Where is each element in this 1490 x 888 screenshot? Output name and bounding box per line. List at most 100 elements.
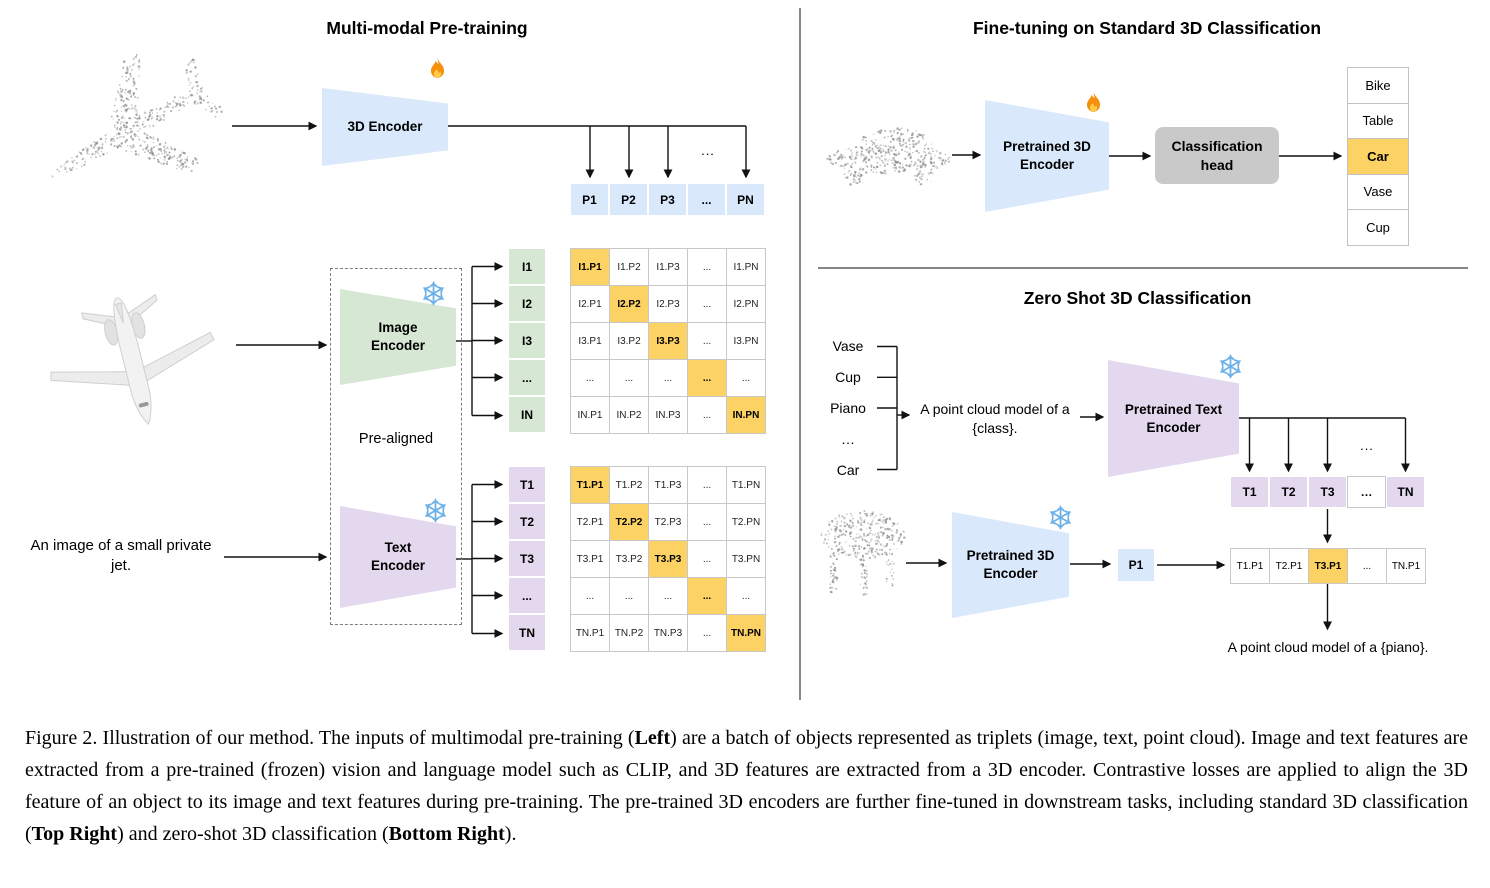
tp-cell-0-1: T1.P2 — [610, 467, 649, 504]
zs-word-1: Cup — [835, 369, 861, 385]
class-cell-1: Table — [1348, 103, 1409, 139]
tp-cell-4-4: TN.PN — [727, 615, 766, 652]
p-cell-2: P3 — [648, 183, 687, 216]
ip-cell-3-1: ... — [610, 360, 649, 397]
ip-cell-4-3: ... — [688, 397, 727, 434]
input-text-caption: An image of a small private jet. — [30, 537, 212, 575]
tp-cell-1-3: ... — [688, 504, 727, 541]
classification-head-label: Classification head — [1171, 138, 1263, 173]
tp-cell-2-2: T3.P3 — [649, 541, 688, 578]
p-row-dots: ... — [701, 143, 715, 158]
p1-feature-cell: P1 — [1117, 548, 1155, 582]
i-cell-1: I2 — [508, 285, 546, 322]
text-encoder: Text Encoder — [340, 506, 456, 608]
tp-cell-3-1: ... — [610, 578, 649, 615]
zs-word-2: Piano — [830, 400, 866, 416]
zs-word-0: Vase — [832, 338, 864, 354]
pretrained-3d-encoder-zeroshot-label: Pretrained 3D Encoder — [966, 548, 1055, 581]
ip-cell-4-2: IN.P3 — [649, 397, 688, 434]
ip-cell-1-1: I2.P2 — [610, 286, 649, 323]
zs-word-4: Car — [836, 462, 860, 478]
i-cell-3: ... — [508, 359, 546, 396]
pretrained-3d-encoder-zeroshot: Pretrained 3D Encoder — [952, 512, 1069, 618]
zs-t-cell-1: T2 — [1269, 476, 1308, 508]
ip-cell-0-3: ... — [688, 249, 727, 286]
snowflake-icon — [1048, 505, 1073, 530]
ip-cell-3-2: ... — [649, 360, 688, 397]
ip-cell-2-1: I3.P2 — [610, 323, 649, 360]
zs-t-cell-3: … — [1347, 476, 1386, 508]
ip-cell-4-0: IN.P1 — [571, 397, 610, 434]
t-cell-3: ... — [508, 577, 546, 614]
ip-cell-2-0: I3.P1 — [571, 323, 610, 360]
3d-encoder: 3D Encoder — [322, 88, 448, 166]
arrows-layer — [224, 8, 1468, 700]
zs-result-cell-0: T1.P1 — [1231, 549, 1270, 584]
image-encoder-label: Image Encoder — [370, 320, 425, 353]
pretrained-text-encoder: Pretrained Text Encoder — [1108, 360, 1239, 477]
tp-cell-1-4: T2.PN — [727, 504, 766, 541]
i-cell-0: I1 — [508, 248, 546, 285]
zero-shot-dots: ... — [1360, 438, 1374, 453]
tp-cell-3-2: ... — [649, 578, 688, 615]
class-cell-4: Cup — [1348, 210, 1409, 246]
zs-word-3: … — [841, 431, 855, 447]
tp-cell-2-3: ... — [688, 541, 727, 578]
ip-cell-1-3: ... — [688, 286, 727, 323]
ip-cell-4-4: IN.PN — [727, 397, 766, 434]
ip-cell-0-1: I1.P2 — [610, 249, 649, 286]
class-cell-2: Car — [1348, 139, 1409, 175]
snowflake-icon — [423, 498, 448, 523]
pre-aligned-label: Pre-aligned — [358, 431, 434, 447]
ip-cell-1-4: I2.PN — [727, 286, 766, 323]
pre-aligned-box — [330, 268, 462, 625]
tp-cell-3-3: ... — [688, 578, 727, 615]
tp-cell-4-0: TN.P1 — [571, 615, 610, 652]
zs-result-cell-1: T2.P1 — [1270, 549, 1309, 584]
pretrained-3d-encoder-label: Pretrained 3D Encoder — [1003, 139, 1091, 172]
p-cell-3: ... — [687, 183, 726, 216]
snowflake-icon — [1218, 354, 1243, 379]
ip-cell-2-3: ... — [688, 323, 727, 360]
text-encoder-label: Text Encoder — [370, 540, 425, 573]
image-encoder: Image Encoder — [340, 289, 456, 385]
airplane-point-cloud — [51, 54, 223, 178]
p-cell-0: P1 — [570, 183, 609, 216]
tp-cell-4-2: TN.P3 — [649, 615, 688, 652]
zs-result-cell-3: ... — [1348, 549, 1387, 584]
zs-t-cell-0: T1 — [1230, 476, 1269, 508]
zero-shot-output-text: A point cloud model of a {piano}. — [1227, 639, 1429, 655]
ip-cell-0-4: I1.PN — [727, 249, 766, 286]
tp-cell-4-1: TN.P2 — [610, 615, 649, 652]
tp-cell-1-1: T2.P2 — [610, 504, 649, 541]
ip-cell-4-1: IN.P2 — [610, 397, 649, 434]
fine-tuning-title: Fine-tuning on Standard 3D Classificatio… — [972, 18, 1322, 38]
tp-cell-0-2: T1.P3 — [649, 467, 688, 504]
left-panel-title: Multi-modal Pre-training — [326, 18, 528, 38]
ip-cell-2-2: I3.P3 — [649, 323, 688, 360]
p-cell-1: P2 — [609, 183, 648, 216]
tp-cell-3-4: ... — [727, 578, 766, 615]
tp-cell-2-0: T3.P1 — [571, 541, 610, 578]
ip-cell-1-0: I2.P1 — [571, 286, 610, 323]
zs-result-cell-2: T3.P1 — [1309, 549, 1348, 584]
i-cell-4: IN — [508, 396, 546, 433]
zs-t-cell-2: T3 — [1308, 476, 1347, 508]
class-cell-0: Bike — [1348, 68, 1409, 104]
t-cell-4: TN — [508, 614, 546, 651]
prompt-text: A point cloud model of a {class}. — [920, 401, 1070, 436]
3d-encoder-label: 3D Encoder — [347, 119, 423, 135]
tp-cell-0-3: ... — [688, 467, 727, 504]
fire-icon — [424, 56, 451, 83]
class-cell-3: Vase — [1348, 174, 1409, 210]
ip-cell-3-3: ... — [688, 360, 727, 397]
t-cell-1: T2 — [508, 503, 546, 540]
